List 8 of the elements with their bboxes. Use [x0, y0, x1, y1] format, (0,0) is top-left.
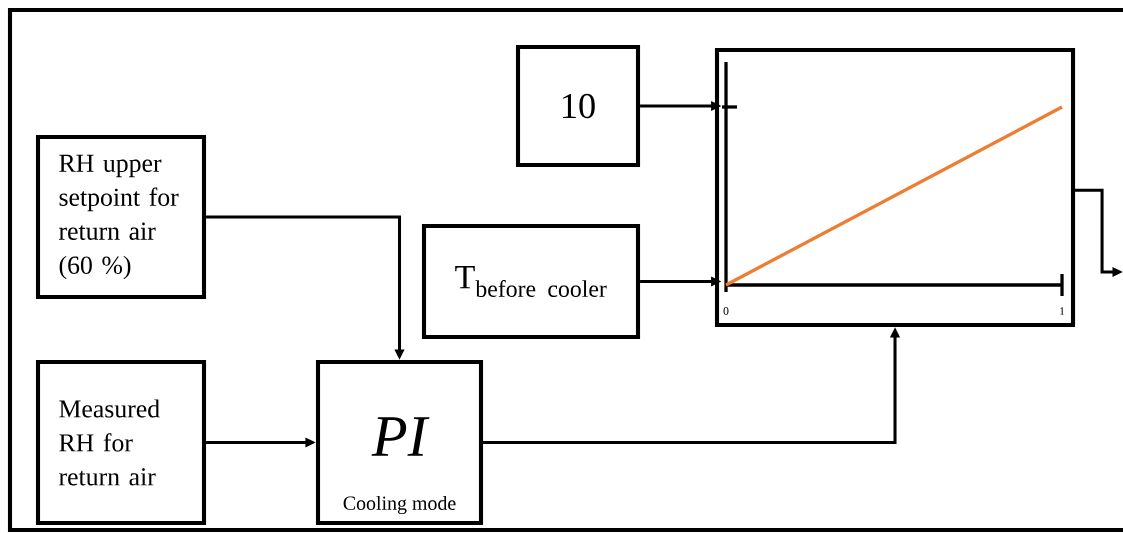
constant-box: 10	[515, 44, 641, 168]
input-box: $\mathrm{T}_{\mathrm{before\ cooler}}$	[421, 223, 641, 340]
controller-box: PI Cooling mode	[315, 359, 484, 526]
input-box: Measured RH for return air	[35, 359, 207, 526]
node-label: 1	[1060, 307, 1065, 315]
chart-box: 0 1	[714, 47, 1076, 328]
node-label: 0	[723, 307, 729, 315]
input-box: RH upper setpoint for return air (60 %)	[35, 134, 207, 300]
